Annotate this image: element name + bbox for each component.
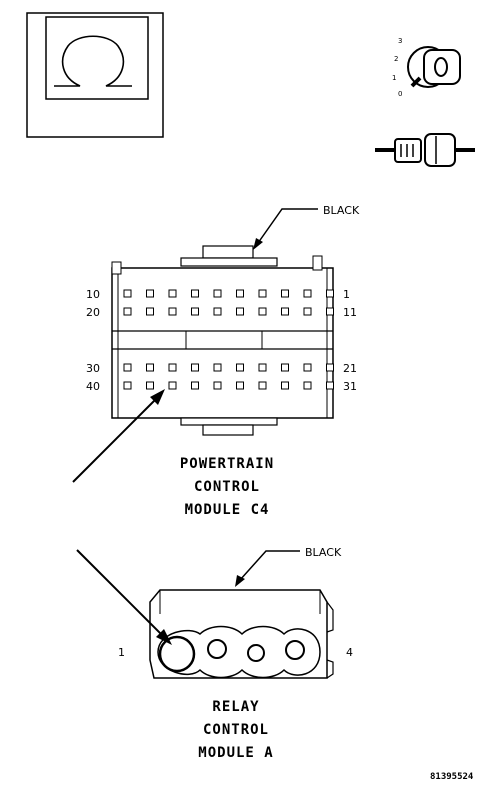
c4-pin-cavity [213, 381, 222, 390]
c4-pin-cavity [191, 307, 199, 316]
c4-pin-cavity [191, 289, 199, 298]
c4-pin-cavity [213, 363, 222, 372]
ignition-position-0: 0 [398, 90, 402, 98]
c4-pin-cavity [123, 289, 132, 298]
c4-pin-cavity [258, 381, 267, 390]
c4-pin-cavity [213, 289, 222, 298]
c4-pin-cavity [258, 289, 267, 298]
ignition-position-2: 2 [394, 55, 398, 63]
c4-pin-cavity [123, 307, 132, 316]
c4-pin-cavity [123, 363, 132, 372]
c4-pin-label-10: 10 [86, 288, 100, 301]
c4-pin-cavity [303, 363, 312, 372]
a-pin-1 [158, 635, 196, 673]
connector-pair-icon [375, 133, 475, 167]
c4-pin-cavity [281, 289, 289, 298]
c4-pin-cavity [168, 381, 177, 390]
connector-c4: BLACK 10 20 1 11 30 40 21 31 [72, 204, 360, 518]
c4-pin-label-1: 1 [343, 288, 350, 301]
a-title-line-3: MODULE A [198, 745, 273, 761]
ignition-key-icon: 3 2 1 0 [392, 37, 461, 98]
a-title-line-1: RELAY [212, 699, 259, 715]
c4-title-line-1: POWERTRAIN [180, 456, 274, 472]
a-title-line-2: CONTROL [203, 722, 269, 738]
c4-pin-label-30: 30 [86, 362, 100, 375]
c4-pin-cavity [236, 289, 244, 298]
c4-pin-label-40: 40 [86, 380, 100, 393]
c4-pin-cavity [236, 363, 244, 372]
c4-pin-cavity [326, 307, 334, 316]
ignition-position-3: 3 [398, 37, 402, 45]
c4-pin-label-20: 20 [86, 306, 100, 319]
figure-reference-number: 81395524 [430, 772, 474, 782]
c4-pin-cavity [146, 289, 154, 298]
c4-title-line-2: CONTROL [194, 479, 260, 495]
a-pin-label-4: 4 [346, 646, 353, 659]
a-pin-3 [247, 644, 265, 662]
a-pin-2 [207, 639, 227, 659]
c4-pin-cavity [236, 381, 244, 390]
a-color-label: BLACK [305, 546, 342, 559]
c4-pin-cavity [123, 381, 132, 390]
c4-pin-cavity [146, 381, 154, 390]
c4-pin-label-21: 21 [343, 362, 357, 375]
c4-pin-cavity [191, 381, 199, 390]
c4-pointer-arrow-head [150, 389, 165, 405]
c4-pin-cavity [236, 307, 244, 316]
c4-pin-cavity [281, 307, 289, 316]
c4-pin-cavity [326, 363, 334, 372]
c4-pin-cavity [303, 381, 312, 390]
c4-pin-cavity [168, 363, 177, 372]
omega-icon [54, 35, 132, 87]
c4-pin-label-11: 11 [343, 306, 357, 319]
c4-pin-label-31: 31 [343, 380, 357, 393]
c4-pin-cavity [258, 307, 267, 316]
c4-pin-cavity [146, 363, 154, 372]
legend-box [26, 12, 164, 138]
ignition-position-1: 1 [392, 74, 396, 82]
a-pin-label-1: 1 [118, 646, 125, 659]
c4-pin-cavity [281, 363, 289, 372]
c4-pin-cavity [326, 381, 334, 390]
c4-pin-cavity [281, 381, 289, 390]
a-pointer-arrow-head [156, 629, 172, 645]
c4-pin-cavity [168, 307, 177, 316]
connector-a: BLACK 1 4 RELAY CONTROL MODULE A [76, 546, 353, 761]
a-pin-4 [285, 640, 305, 660]
c4-color-label: BLACK [323, 204, 360, 217]
c4-title-line-3: MODULE C4 [185, 502, 270, 518]
c4-pin-cavity [213, 307, 222, 316]
c4-pin-cavity [303, 289, 312, 298]
c4-pin-cavity [326, 289, 334, 298]
c4-pin-cavity [258, 363, 267, 372]
c4-pin-cavity [191, 363, 199, 372]
c4-pin-cavity [146, 307, 154, 316]
c4-pin-cavity [168, 289, 177, 298]
c4-pin-cavity [303, 307, 312, 316]
